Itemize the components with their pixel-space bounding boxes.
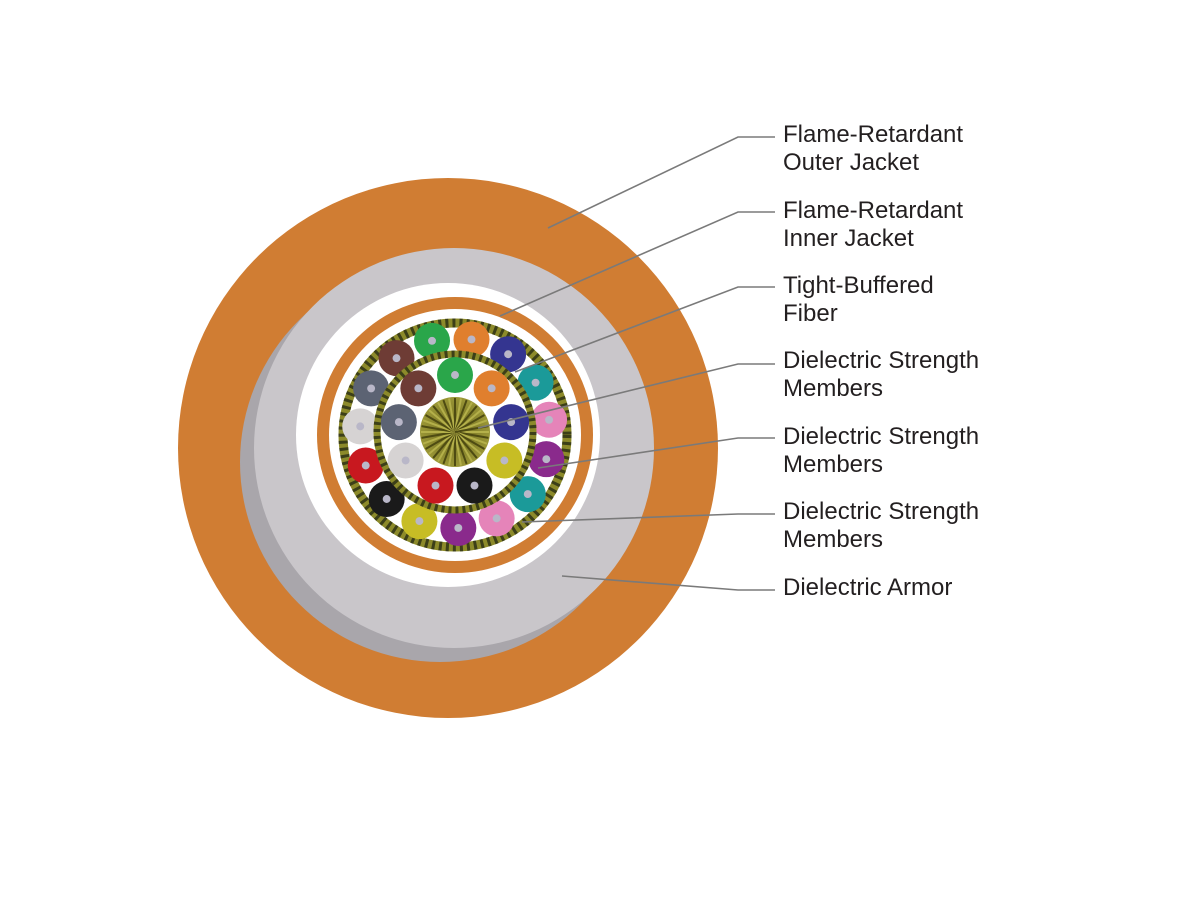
- label-strength-members-2: Dielectric Strength Members: [783, 423, 986, 478]
- tight-buffered-fibers-inner-ring: [380, 357, 530, 504]
- label-strength-members-3: Dielectric Strength Members: [783, 498, 986, 553]
- leader-tight-buffered-fiber: [514, 286, 775, 373]
- fiber-core: [504, 350, 513, 359]
- leader-inner-jacket: [499, 211, 775, 317]
- fiber-core: [545, 415, 554, 424]
- fiber-core: [467, 335, 476, 344]
- label-strength-members-1: Dielectric Strength Members: [783, 347, 986, 402]
- cable-cross-section: [178, 178, 718, 718]
- leader-strength-members-1: [477, 363, 775, 429]
- central-strength-member-strands: [421, 398, 489, 466]
- fiber-core: [487, 384, 496, 393]
- fiber-core: [356, 422, 365, 431]
- leader-outer-jacket: [547, 136, 775, 229]
- fiber-core: [361, 461, 370, 470]
- fiber-core: [431, 481, 440, 490]
- component-labels: Flame-Retardant Outer Jacket Flame-Retar…: [783, 121, 986, 601]
- fiber-core: [542, 455, 551, 464]
- fiber-core: [531, 378, 540, 387]
- fiber-core: [470, 481, 479, 490]
- fiber-core: [392, 354, 401, 363]
- leader-strength-members-2: [537, 437, 775, 469]
- tight-buffered-fibers-outer-ring: [342, 321, 568, 546]
- leader-lines: [477, 136, 775, 591]
- label-outer-jacket: Flame-Retardant Outer Jacket: [783, 121, 970, 176]
- strength-member-ring-inner-stripes: [373, 350, 537, 514]
- label-dielectric-armor: Dielectric Armor: [783, 574, 952, 601]
- fiber-core: [367, 384, 376, 393]
- strength-member-ring-outer-stripes: [338, 318, 572, 552]
- leader-strength-members-3: [521, 513, 775, 523]
- fiber-core: [382, 495, 391, 503]
- fiber-core: [414, 384, 423, 393]
- fiber-core: [492, 514, 501, 523]
- leader-dielectric-armor: [561, 575, 775, 591]
- fiber-core: [451, 371, 459, 379]
- fiber-core: [401, 456, 410, 465]
- label-inner-jacket: Flame-Retardant Inner Jacket: [783, 197, 970, 252]
- label-tight-buffered-fiber: Tight-Buffered Fiber: [783, 272, 940, 327]
- fiber-core: [454, 523, 463, 532]
- fiber-core: [500, 456, 509, 465]
- fiber-core: [394, 418, 403, 427]
- fiber-core: [523, 490, 532, 499]
- fiber-core: [415, 517, 424, 526]
- fiber-core: [428, 336, 436, 345]
